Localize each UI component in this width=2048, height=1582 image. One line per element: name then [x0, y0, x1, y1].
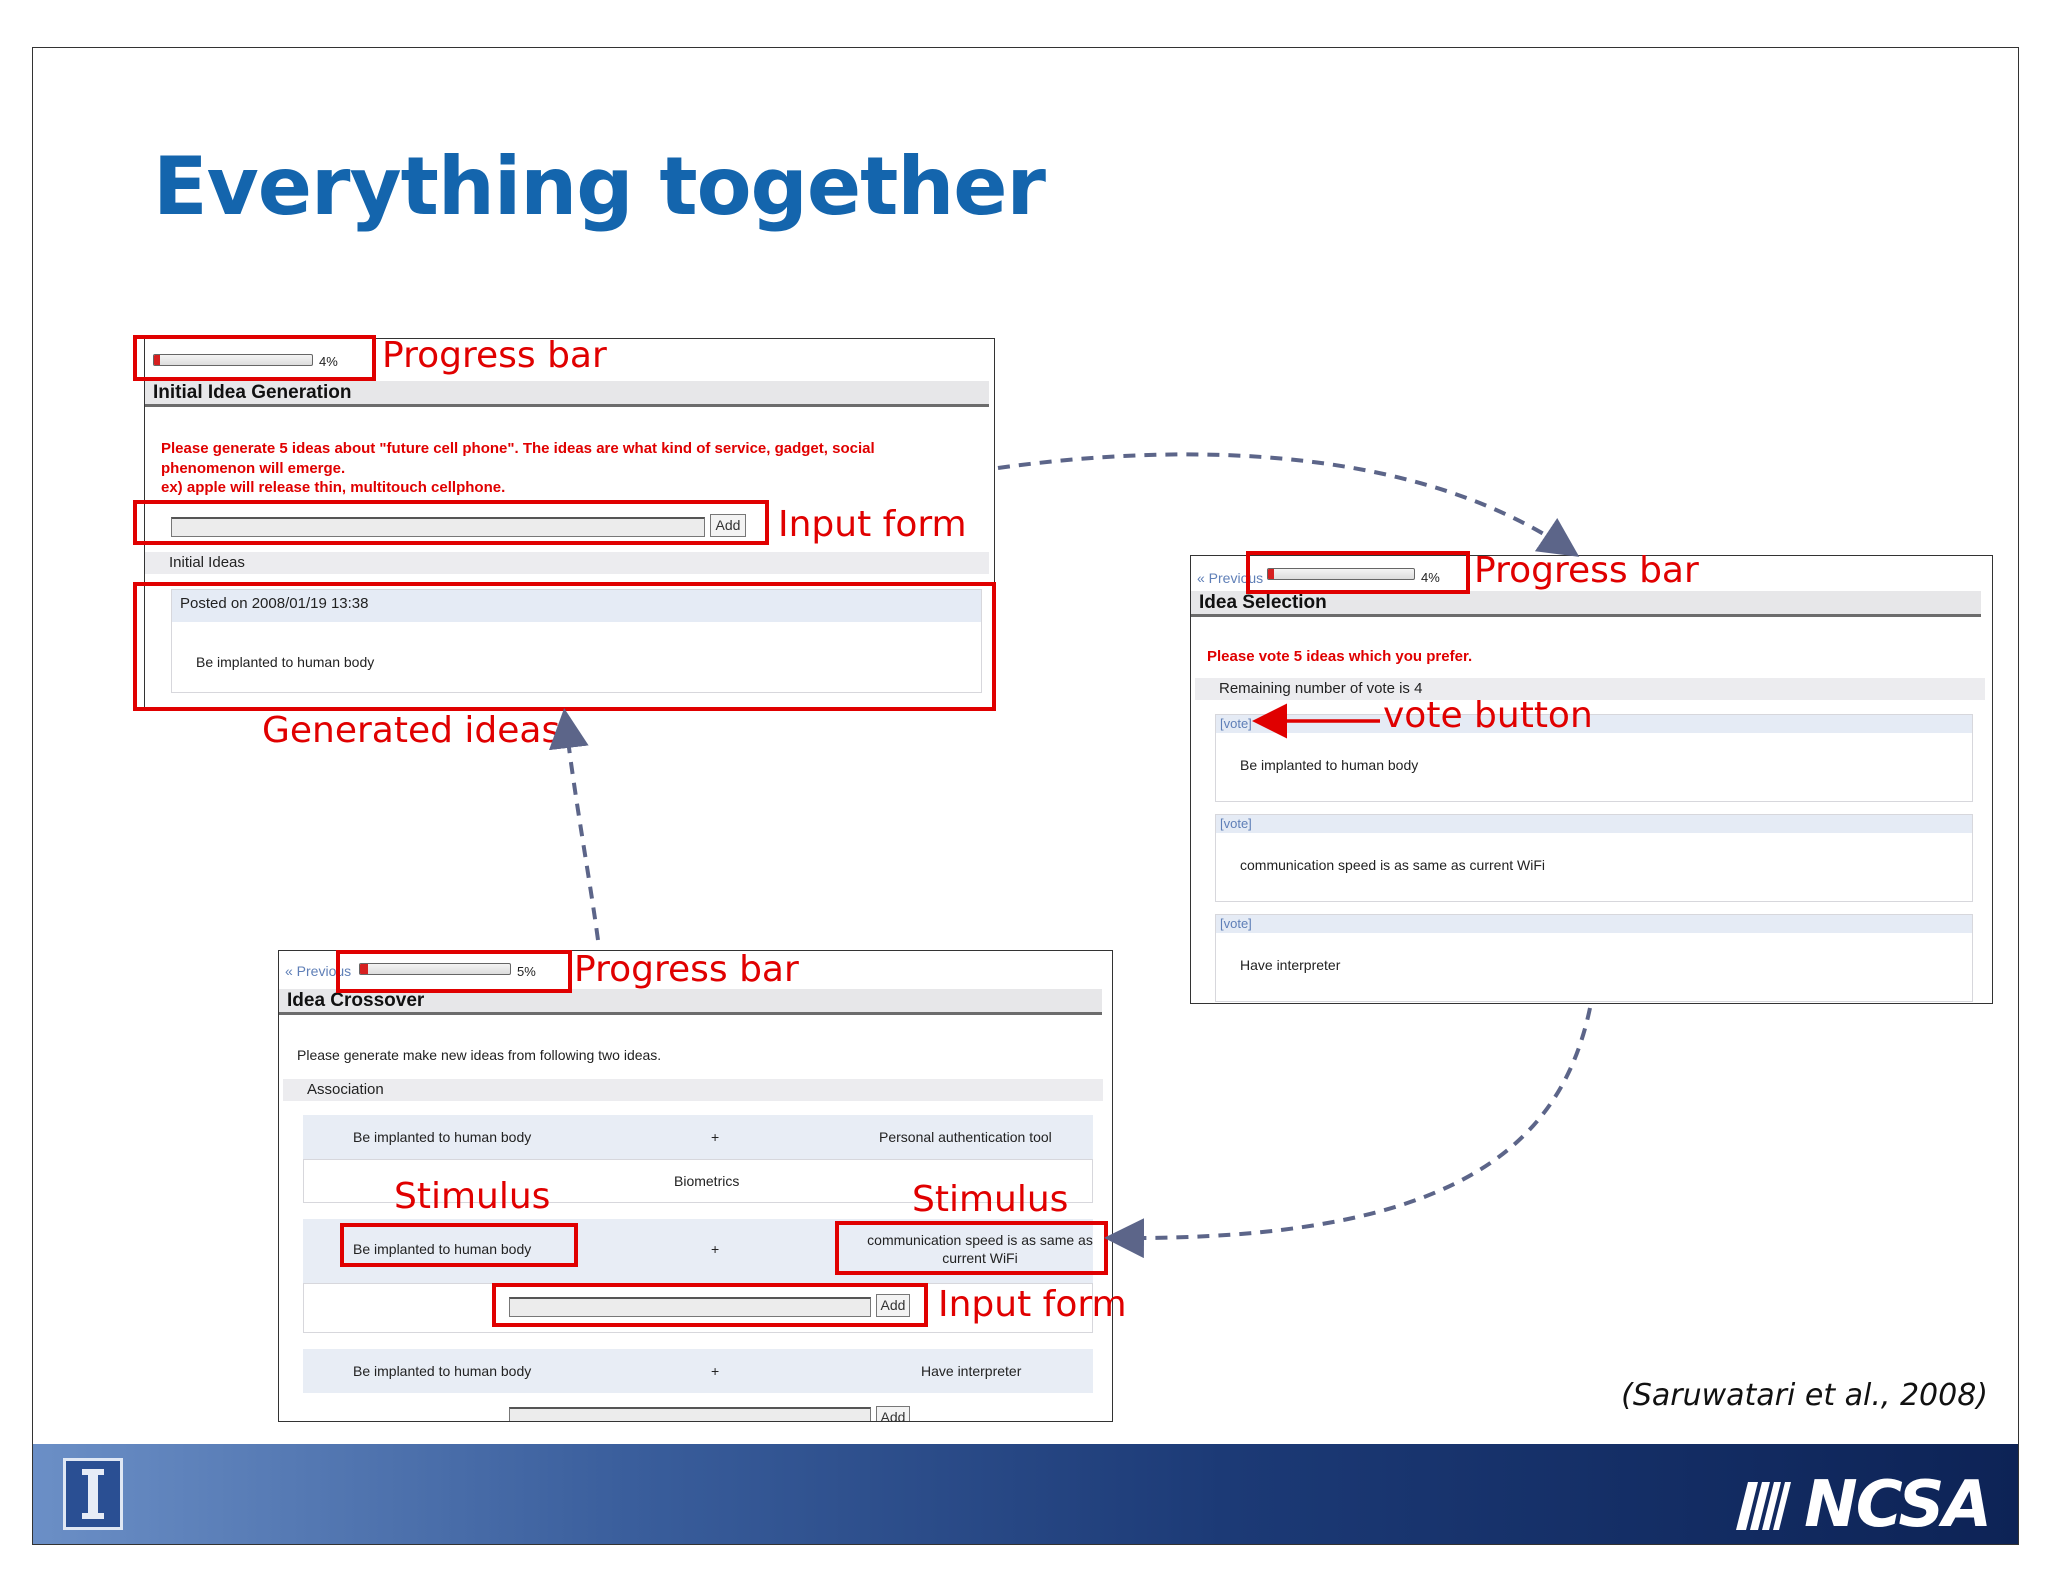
add-button[interactable]: Add: [876, 1294, 910, 1317]
idea-text: Be implanted to human body: [196, 654, 375, 670]
crossover-input[interactable]: [509, 1407, 871, 1421]
highlight-input-form: [133, 500, 769, 545]
posted-date: Posted on 2008/01/19 13:38: [180, 595, 369, 612]
annotation-input-form: Input form: [938, 1284, 1127, 1325]
ncsa-logo: NCSA: [1734, 1468, 1992, 1542]
annotation-generated-ideas: Generated ideas: [262, 710, 561, 751]
progress-bar: [359, 963, 511, 975]
annotation-vote-button: vote button: [1383, 695, 1593, 736]
annotation-stimulus: Stimulus: [912, 1179, 1069, 1220]
progress-percent: 4%: [1421, 570, 1440, 585]
ncsa-stripes-icon: [1736, 1482, 1792, 1530]
instruction-text: Please generate 5 ideas about "future ce…: [161, 440, 875, 496]
plus-sign: +: [711, 1129, 720, 1145]
progress-fill: [1268, 569, 1274, 579]
crossover-result: Biometrics: [674, 1173, 740, 1189]
vote-button[interactable]: [vote]: [1220, 916, 1252, 931]
row-right-idea: Personal authentication tool: [879, 1129, 1052, 1145]
crossover-input[interactable]: [509, 1297, 871, 1317]
add-button[interactable]: Add: [710, 514, 746, 537]
university-logo-icon: [63, 1458, 123, 1530]
idea-text: Be implanted to human body: [1240, 757, 1419, 773]
plus-sign: +: [711, 1241, 720, 1257]
panel-header: Idea Selection: [1191, 591, 1981, 617]
highlight-progress-bar: [133, 335, 376, 381]
association-row: [303, 1349, 1093, 1393]
footer-bar: NCSA: [33, 1444, 2018, 1544]
annotation-stimulus: Stimulus: [394, 1176, 551, 1217]
citation: (Saruwatari et al., 2008): [1621, 1378, 1988, 1413]
highlight-progress-bar: [336, 950, 572, 993]
vote-instruction: Please vote 5 ideas which you prefer.: [1207, 648, 1473, 665]
highlight-stimulus: [340, 1223, 578, 1267]
idea-selection-panel: « Previous 4% Idea Selection Please vote…: [1190, 555, 1993, 1004]
idea-text: Have interpreter: [1240, 957, 1341, 973]
highlight-stimulus: [835, 1221, 1108, 1275]
vote-item: [vote] communication speed is as same as…: [1215, 814, 1973, 902]
idea-card-header: Posted on 2008/01/19 13:38: [172, 590, 981, 622]
vote-item: [vote] Be implanted to human body: [1215, 714, 1973, 802]
row-left-idea: Be implanted to human body: [353, 1363, 532, 1379]
annotation-input-form: Input form: [778, 504, 967, 545]
vote-button[interactable]: [vote]: [1220, 816, 1252, 831]
row-left-idea: Be implanted to human body: [353, 1129, 532, 1145]
row-right-idea: Have interpreter: [921, 1363, 1022, 1379]
vote-item-header: [vote]: [1216, 915, 1972, 933]
row-left-idea: Be implanted to human body: [353, 1241, 532, 1257]
progress-bar: [153, 354, 313, 366]
progress-bar: [1267, 568, 1415, 580]
highlight-generated-ideas: [133, 582, 996, 711]
association-row: [303, 1115, 1093, 1159]
annotation-progress-bar: Progress bar: [382, 335, 607, 376]
plus-sign: +: [711, 1363, 720, 1379]
panel-header: Initial Idea Generation: [145, 381, 989, 407]
progress-percent: 4%: [319, 354, 338, 369]
progress-fill: [154, 355, 161, 365]
idea-card: Posted on 2008/01/19 13:38 Be implanted …: [171, 589, 982, 693]
annotation-progress-bar: Progress bar: [574, 949, 799, 990]
panel-header: Idea Crossover: [279, 989, 1102, 1015]
slide-title: Everything together: [153, 140, 1046, 233]
vote-button[interactable]: [vote]: [1220, 716, 1252, 731]
highlight-progress-bar: [1246, 551, 1470, 594]
initial-ideas-label: Initial Ideas: [145, 552, 989, 574]
association-label: Association: [283, 1079, 1103, 1101]
annotation-progress-bar: Progress bar: [1474, 550, 1699, 591]
progress-fill: [360, 964, 368, 974]
result-row: [303, 1159, 1093, 1203]
vote-item-header: [vote]: [1216, 715, 1972, 733]
idea-crossover-panel: « Previous 5% Idea Crossover Please gene…: [278, 950, 1113, 1422]
idea-text: communication speed is as same as curren…: [1240, 857, 1545, 873]
vote-item: [vote] Have interpreter: [1215, 914, 1973, 1002]
idea-generation-panel: 4% Initial Idea Generation Please genera…: [144, 338, 995, 710]
remaining-votes: Remaining number of vote is 4: [1195, 678, 1985, 700]
highlight-input-form: [492, 1283, 928, 1327]
crossover-instruction: Please generate make new ideas from foll…: [297, 1047, 662, 1063]
add-button[interactable]: Add: [876, 1406, 910, 1421]
vote-item-header: [vote]: [1216, 815, 1972, 833]
idea-input[interactable]: [171, 517, 705, 537]
row-right-idea: communication speed is as same as curren…: [867, 1232, 1093, 1266]
progress-percent: 5%: [517, 964, 536, 979]
previous-link[interactable]: « Previous: [285, 963, 352, 979]
